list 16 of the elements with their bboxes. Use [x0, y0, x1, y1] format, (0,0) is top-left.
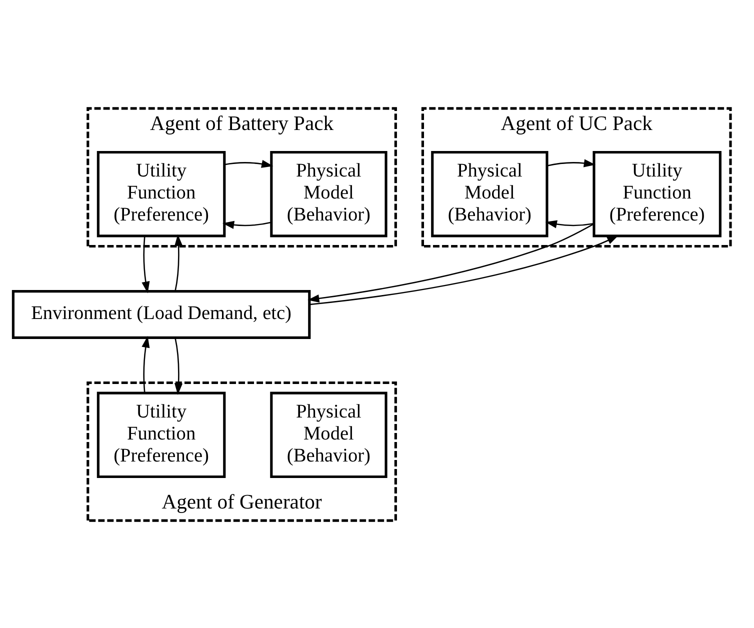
node-box: Utility Function (Preference): [96, 150, 226, 237]
arrow: [308, 222, 594, 302]
arrow: [224, 159, 274, 168]
arrow: [174, 337, 183, 394]
node-box: Utility Function (Preference): [592, 150, 722, 237]
arrow: [547, 158, 596, 167]
arrow: [174, 234, 183, 291]
node-box: Environment (Load Demand, etc): [12, 290, 311, 338]
node-box: Physical Model (Behavior): [431, 150, 548, 237]
node-box: Utility Function (Preference): [96, 391, 226, 478]
node-box: Physical Model (Behavior): [270, 150, 388, 237]
arrow: [545, 220, 594, 228]
node-box: Physical Model (Behavior): [270, 391, 388, 478]
arrow: [222, 220, 272, 228]
arrow: [310, 234, 619, 305]
arrow: [142, 236, 150, 293]
